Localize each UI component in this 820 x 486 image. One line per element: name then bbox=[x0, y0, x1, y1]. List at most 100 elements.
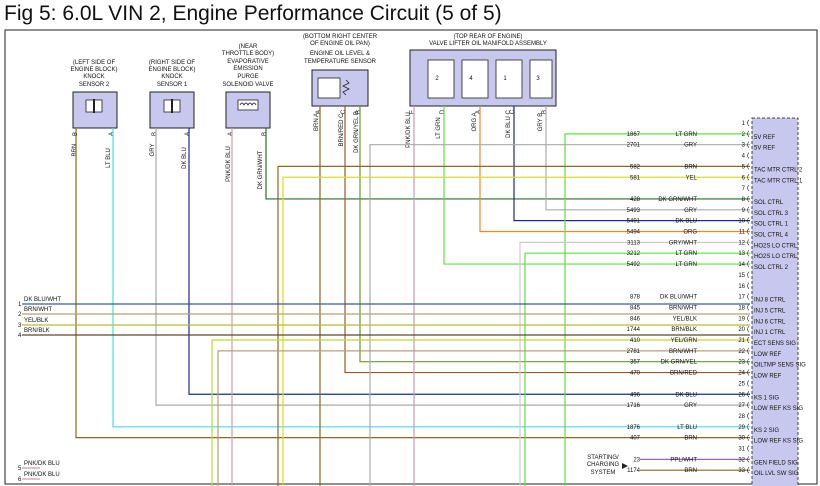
pcm-wire-color-label: LT BLU bbox=[677, 425, 697, 431]
vlabel-lt-blu: LT BLU bbox=[106, 148, 112, 168]
pcm-pin-terminal bbox=[747, 239, 750, 246]
pcm-pin-number: 20 bbox=[738, 327, 745, 333]
pcm-pin-terminal bbox=[747, 163, 750, 170]
purge-line-4: EMISSION bbox=[233, 66, 262, 72]
pcm-pin-number: 10 bbox=[738, 219, 745, 225]
vertical-wire-labels: BRN LT BLU GRY DK BLU PNK/DK BLU DK GRN/… bbox=[72, 110, 544, 190]
pcm-wire-color-label: LT GRN bbox=[676, 132, 697, 138]
vlabel-dk-blu: DK BLU bbox=[182, 147, 188, 169]
wire-knock1-gry bbox=[155, 128, 750, 406]
pcm-wire-color-label: DK GRN/YEL bbox=[661, 360, 698, 366]
pcm-pin-number: 7 bbox=[742, 186, 746, 192]
pcm-wire-color-label: LT GRN bbox=[676, 251, 697, 257]
pcm-pin-terminal bbox=[747, 423, 750, 431]
left-harness: DK BLU/WHT 1 BRN/WHT 2 YEL/BLK 3 BRN/BLK… bbox=[18, 297, 61, 483]
pcm-function-label: GEN FIELD SIG bbox=[754, 460, 798, 466]
wire-ho2s-gry-wht bbox=[519, 241, 750, 486]
oil-sensor-line-1: (BOTTOM RIGHT CENTER bbox=[303, 34, 378, 40]
pcm-wire-color-label: GRY bbox=[684, 143, 697, 149]
pcm-circuit-number: 1744 bbox=[627, 327, 641, 333]
pcm-pin-number: 5 bbox=[742, 164, 746, 170]
valve-solenoid-3: 3 bbox=[536, 76, 540, 82]
pcm-function-label: KS 2 SIG bbox=[754, 428, 779, 434]
valve-manifold-line-2: VALVE LIFTER OIL MANIFOLD ASSEMBLY bbox=[429, 41, 547, 47]
pcm-function-label: OILTMP SENS SIG bbox=[754, 363, 806, 369]
wire-knock1-dk-blu bbox=[188, 128, 750, 395]
pcm-pin-number: 25 bbox=[738, 381, 745, 387]
system-line-1: STARTING/ bbox=[587, 455, 619, 461]
knock-sensor-1-line-1: (RIGHT SIDE OF bbox=[149, 60, 196, 66]
valve-solenoid-1: 1 bbox=[503, 76, 507, 82]
pcm-pin-terminal bbox=[747, 206, 750, 214]
pcm-pin-terminal bbox=[747, 445, 750, 452]
vlabel-gry: GRY bbox=[150, 144, 156, 157]
knock-sensor-1[interactable]: (RIGHT SIDE OF ENGINE BLOCK) KNOCK SENSO… bbox=[148, 60, 195, 136]
pcm-pin-number: 18 bbox=[738, 305, 745, 311]
wire-oil-sensor-dk-grn-yel bbox=[359, 106, 750, 363]
purge-line-5: PURGE bbox=[237, 74, 258, 80]
pcm-wire-color-label: GRY bbox=[684, 208, 697, 214]
pcm-wire-color-label: DK GRN/WHT bbox=[658, 197, 697, 203]
oil-sensor-thermistor bbox=[342, 79, 350, 96]
wire-low-ref-brn-wht bbox=[217, 350, 750, 486]
pcm-circuit-number: 5491 bbox=[627, 219, 641, 225]
evap-purge-solenoid[interactable]: (NEAR THROTTLE BODY) EVAPORATIVE EMISSIO… bbox=[222, 44, 274, 136]
pcm-function-label: TAC MTR CTRL 1 bbox=[754, 178, 803, 184]
pcm-function-label: INJ 5 CTRL bbox=[754, 308, 786, 314]
valve-solenoid-2: 2 bbox=[435, 76, 439, 82]
valve-solenoid-1-box bbox=[495, 59, 523, 99]
left-wire-5-num: 5 bbox=[18, 466, 22, 472]
knock-sensor-2-line-2: ENGINE BLOCK) bbox=[70, 67, 117, 73]
pcm-function-label: SOL CTRL 2 bbox=[754, 265, 789, 271]
purge-line-1: (NEAR bbox=[239, 44, 258, 50]
knock-sensor-2[interactable]: (LEFT SIDE OF ENGINE BLOCK) KNOCK SENSOR… bbox=[70, 60, 117, 136]
pcm-wire-color-label: LT GRN bbox=[676, 262, 697, 268]
starting-charging-system[interactable]: STARTING/ CHARGING SYSTEM bbox=[587, 455, 628, 476]
pcm-pin-terminal bbox=[747, 249, 750, 257]
wire-ho2s-lt-grn bbox=[524, 252, 750, 486]
pcm-pin-number: 11 bbox=[739, 230, 746, 236]
valve-lifter-oil-manifold[interactable]: (TOP REAR OF ENGINE) VALVE LIFTER OIL MA… bbox=[409, 34, 557, 114]
pcm-function-label: SOL CTRL 4 bbox=[754, 233, 789, 239]
vlabel-org-a: ORG A bbox=[472, 112, 478, 131]
pcm-function-label: INJ 6 CTRL bbox=[754, 319, 786, 325]
pcm-circuit-number: 3212 bbox=[627, 251, 641, 257]
pcm-pin-number: 16 bbox=[738, 284, 745, 290]
pcm-pin-terminal bbox=[747, 260, 750, 268]
pcm-pin-terminal bbox=[747, 152, 750, 159]
pcm-pin-terminal bbox=[747, 401, 750, 409]
pcm-pin-terminal bbox=[747, 412, 750, 420]
pcm-pin-number: 12 bbox=[738, 240, 745, 246]
pcm-function-label: SOL CTRL bbox=[754, 200, 784, 206]
pcm-function-label: LOW REF bbox=[754, 374, 782, 380]
left-wire-1-num: 1 bbox=[18, 302, 22, 308]
oil-sensor-pin-a: A bbox=[316, 110, 322, 114]
pcm-pin-terminal bbox=[747, 228, 750, 235]
oil-level-temp-sensor[interactable]: (BOTTOM RIGHT CENTER OF ENGINE OIL PAN) … bbox=[303, 34, 378, 114]
vlabel-gry-b: GRY B bbox=[538, 113, 544, 131]
pcm-function-label: LOW REF KS SIG bbox=[754, 439, 803, 445]
pcm-circuit-number: 1876 bbox=[627, 425, 641, 431]
pcm-connector[interactable] bbox=[751, 117, 799, 486]
vlabel-lt-grn-d: LT GRN bbox=[436, 117, 442, 138]
left-wire-4-num: 4 bbox=[18, 333, 22, 339]
knock-sensor-2-pin-a: A bbox=[109, 132, 115, 136]
pcm-pin-number: 30 bbox=[738, 436, 745, 442]
pcm-pin-terminal bbox=[747, 315, 750, 322]
pcm-circuit-number: 3113 bbox=[627, 240, 641, 246]
pcm-wire-color-label: YEL bbox=[686, 175, 698, 181]
left-wire-4-label: BRN/BLK bbox=[24, 328, 50, 334]
pcm-circuit-number: 23 bbox=[633, 457, 640, 463]
pcm-function-label: INJ 1 CTRL bbox=[754, 330, 786, 336]
pcm-pin-number: 2 bbox=[742, 132, 746, 138]
vlabel-brn: BRN bbox=[72, 144, 78, 157]
knock-sensor-2-line-4: SENSOR 2 bbox=[79, 82, 110, 88]
diagram-frame bbox=[4, 29, 818, 485]
pcm-pin-terminal bbox=[747, 466, 750, 474]
pcm-wire-color-label: BRN/BLK bbox=[671, 327, 697, 333]
pcm-pin-terminal bbox=[747, 304, 750, 311]
pcm-circuit-number: 581 bbox=[630, 175, 641, 181]
pcm-wire-color-label: DK BLU/WHT bbox=[660, 295, 697, 301]
pcm-function-label: LOW REF KS SIG bbox=[754, 406, 803, 412]
